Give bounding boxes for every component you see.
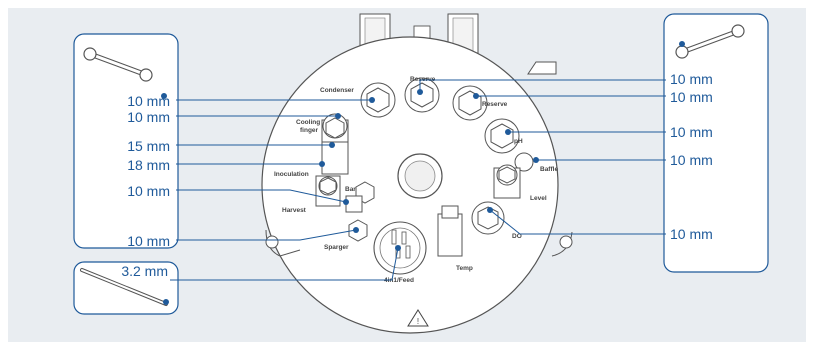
mount-hole-right [559, 235, 573, 249]
measure-baffle: 10 mm [670, 152, 713, 168]
left-leader-dots [161, 93, 401, 305]
measure-inoculation: 18 mm [127, 157, 170, 173]
harvest-port [345, 195, 363, 213]
mount-hole-left [265, 235, 279, 249]
plate-notch [527, 61, 557, 75]
label-reserve: Reserve [482, 101, 508, 108]
ph-port [484, 118, 520, 154]
label-baffle: Baffle [540, 166, 558, 173]
leader-sparger [176, 229, 357, 241]
label-sparger: Sparger [324, 244, 349, 251]
label-bar: Bar [345, 186, 356, 193]
measure-condenser: 10 mm [127, 93, 170, 109]
label-do: DO [512, 233, 522, 240]
inoculation-port [315, 175, 341, 207]
left-tool-panel [73, 33, 179, 249]
svg-text:!: ! [417, 317, 419, 326]
level-port [493, 164, 521, 199]
label-inoculation: Inoculation [274, 171, 309, 178]
measure-reserve: 10 mm [670, 89, 713, 105]
right-leader-dots [417, 41, 685, 213]
temp-port [437, 205, 463, 257]
label-feed: 4in1/Feed [384, 277, 414, 284]
label-cooling-finger-2: finger [300, 127, 319, 134]
baffle-port [514, 152, 534, 172]
condenser-port [360, 82, 396, 118]
measure-do: 10 mm [670, 226, 713, 242]
hazard-warning-icon: ! [407, 309, 429, 327]
measure-ph: 10 mm [670, 124, 713, 140]
label-temp: Temp [456, 265, 473, 272]
label-harvest: Harvest [282, 207, 307, 214]
label-ph: pH [514, 138, 523, 145]
measure-bar: 10 mm [127, 183, 170, 199]
leader-reserve-top [419, 79, 666, 92]
measure-reserve-top: 10 mm [670, 71, 713, 87]
label-level: Level [530, 195, 547, 202]
wrench-icon [83, 47, 153, 82]
reserve-top-port [404, 77, 440, 113]
label-cooling-finger-1: Cooling [296, 119, 320, 126]
leader-feed [170, 247, 399, 281]
left-leaders [170, 99, 399, 281]
measure-sparger: 10 mm [127, 233, 170, 249]
label-condenser: Condenser [320, 87, 354, 94]
measure-feed: 3.2 mm [121, 263, 168, 279]
do-port [471, 201, 505, 235]
head-plate: ! Condenser Reserve Reserve Cooling fing… [261, 13, 573, 334]
leader-bar [176, 189, 347, 203]
cooling-finger-port [321, 113, 349, 175]
measure-cooling-top: 10 mm [127, 109, 170, 125]
leader-do [489, 209, 666, 235]
measure-cooling: 15 mm [127, 138, 170, 154]
hex-key-icon [80, 268, 168, 306]
wrench-icon [675, 24, 745, 59]
right-leaders [419, 79, 666, 235]
right-tool-panel [663, 13, 769, 273]
